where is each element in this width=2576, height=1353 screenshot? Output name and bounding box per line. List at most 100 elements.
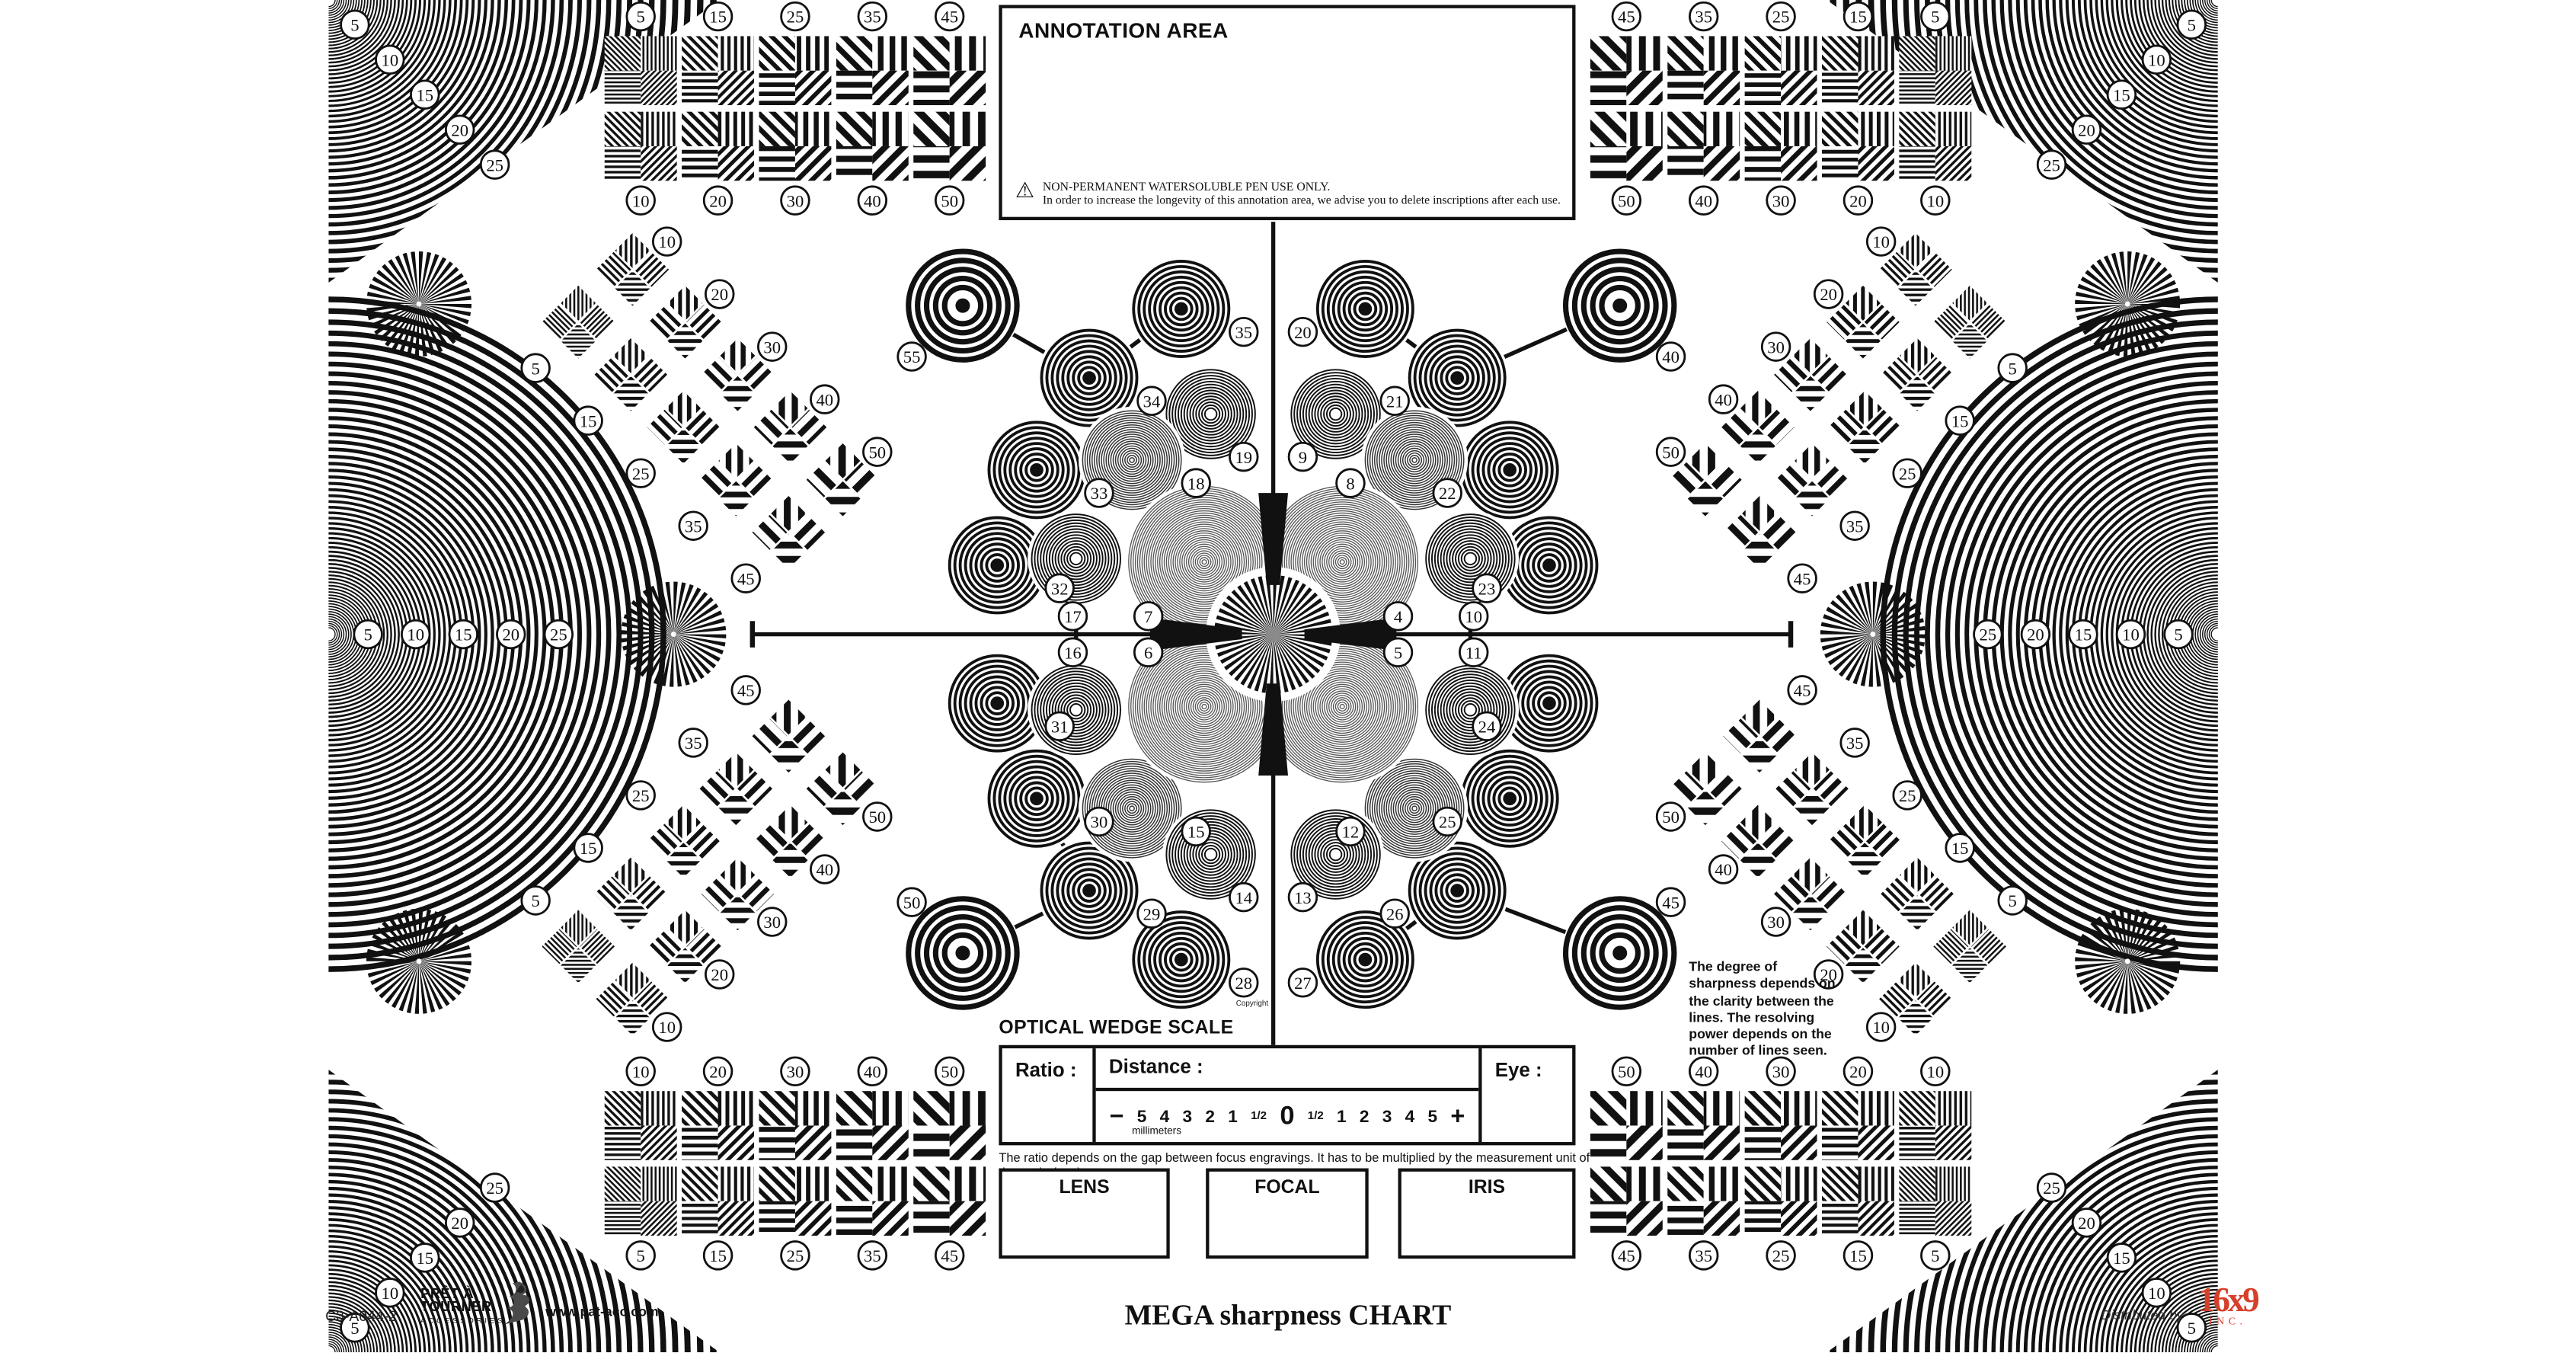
svg-text:5: 5	[637, 8, 645, 27]
number-chip: 17	[1057, 601, 1088, 632]
svg-text:15: 15	[2113, 85, 2130, 104]
svg-text:5: 5	[1394, 643, 1402, 662]
number-chip: 35	[678, 510, 708, 541]
svg-text:31: 31	[1051, 718, 1069, 737]
number-chip: 15	[1945, 833, 1975, 863]
number-chip: 15	[702, 1, 733, 32]
number-chip: 30	[1760, 907, 1791, 937]
svg-text:20: 20	[451, 120, 468, 139]
number-chip: 11	[1459, 637, 1489, 668]
number-chip: 10	[651, 1012, 682, 1042]
svg-text:25: 25	[787, 8, 804, 27]
number-chip: 15	[573, 405, 603, 436]
number-chip: 40	[810, 854, 840, 884]
central-target-26	[1405, 839, 1510, 942]
svg-text:18: 18	[1187, 474, 1205, 493]
svg-text:50: 50	[1662, 808, 1680, 827]
number-chip: 10	[375, 44, 405, 75]
central-target-29	[1037, 839, 1141, 942]
number-chip: 8	[1335, 468, 1366, 498]
svg-text:35: 35	[864, 8, 881, 27]
number-chip: 12	[1335, 816, 1366, 847]
number-chip: 20	[1843, 1056, 1874, 1087]
number-chip: 10	[1920, 1056, 1951, 1087]
wedge-scale-tick: 1	[1228, 1106, 1238, 1127]
number-chip: 21	[1379, 385, 1410, 417]
svg-text:25: 25	[1899, 464, 1916, 483]
svg-text:15: 15	[416, 1249, 433, 1268]
number-chip: 35	[678, 728, 708, 758]
arc-fan	[1827, 1070, 2218, 1353]
svg-text:25: 25	[1439, 813, 1456, 832]
warning-triangle-icon: ⚠	[1015, 178, 1035, 204]
svg-text:20: 20	[2078, 1214, 2095, 1233]
number-chip: 15	[1843, 1240, 1874, 1271]
central-target-33	[985, 417, 1088, 522]
number-chip: 25	[625, 780, 656, 811]
svg-text:30: 30	[763, 337, 781, 357]
svg-text:35: 35	[1695, 1246, 1712, 1265]
svg-text:50: 50	[868, 443, 886, 462]
svg-text:20: 20	[1849, 1062, 1867, 1081]
number-chip: 31	[1044, 711, 1075, 742]
svg-text:20: 20	[709, 1062, 727, 1081]
svg-text:20: 20	[502, 625, 519, 645]
line-block-group-top-right	[1590, 36, 1972, 181]
svg-text:12: 12	[1342, 823, 1360, 842]
svg-text:55: 55	[903, 347, 921, 366]
number-chip: 15	[1945, 405, 1975, 436]
wedge-scale-tick: 2	[1359, 1106, 1369, 1127]
central-target-35	[1129, 257, 1233, 361]
number-chip: 40	[857, 185, 888, 216]
number-chip: 4	[1382, 601, 1414, 632]
number-chip: 7	[1133, 601, 1164, 632]
number-chip: 40	[1655, 341, 1686, 372]
svg-text:50: 50	[868, 808, 886, 827]
number-chip: 30	[1766, 1056, 1796, 1087]
number-chip: 15	[2106, 79, 2137, 110]
wedge-scale-tick: 4	[1159, 1106, 1170, 1127]
svg-text:40: 40	[864, 1062, 881, 1081]
number-chip: 15	[2106, 1243, 2137, 1273]
number-chip: 5	[1920, 1240, 1951, 1271]
line-block-group-top-left	[604, 36, 986, 181]
number-chip: 29	[1136, 898, 1167, 929]
central-target-17	[1028, 510, 1125, 607]
number-chip: 5	[520, 353, 551, 383]
wedge-scale-tick: −	[1109, 1102, 1124, 1131]
starburst-pattern	[2075, 908, 2181, 1014]
sharpness-note: The degree of sharpness depends on the c…	[1689, 959, 1836, 1060]
svg-text:5: 5	[531, 891, 539, 910]
svg-text:5: 5	[2188, 1319, 2196, 1338]
number-chip: 30	[780, 185, 810, 216]
svg-text:25: 25	[632, 786, 650, 805]
number-chip: 40	[1708, 854, 1739, 884]
number-chip: 15	[573, 833, 603, 863]
svg-text:25: 25	[1980, 625, 1997, 645]
number-chip: 50	[896, 887, 927, 917]
svg-text:21: 21	[1386, 392, 1404, 411]
number-chip: 15	[2068, 619, 2098, 650]
svg-text:30: 30	[763, 913, 781, 932]
number-chip: 35	[1688, 1, 1719, 32]
svg-text:5: 5	[1931, 8, 1939, 27]
svg-text:5: 5	[637, 1246, 645, 1265]
number-chip: 25	[1892, 780, 1922, 811]
svg-text:28: 28	[1235, 974, 1252, 993]
svg-text:20: 20	[2027, 625, 2044, 645]
svg-text:27: 27	[1294, 974, 1312, 993]
number-chip: 25	[780, 1, 810, 32]
svg-text:20: 20	[709, 191, 727, 210]
central-target-28	[1129, 907, 1233, 1012]
number-chip: 10	[2115, 619, 2146, 650]
number-chip: 34	[1136, 385, 1167, 417]
svg-text:5: 5	[350, 16, 359, 35]
distributor-name: 16x9	[2197, 1280, 2260, 1319]
svg-text:5: 5	[350, 1319, 359, 1338]
svg-text:6: 6	[1144, 643, 1152, 662]
copyright-text: Copyright	[1235, 999, 1269, 1008]
central-target-45	[1561, 894, 1679, 1012]
svg-text:25: 25	[1899, 786, 1916, 805]
